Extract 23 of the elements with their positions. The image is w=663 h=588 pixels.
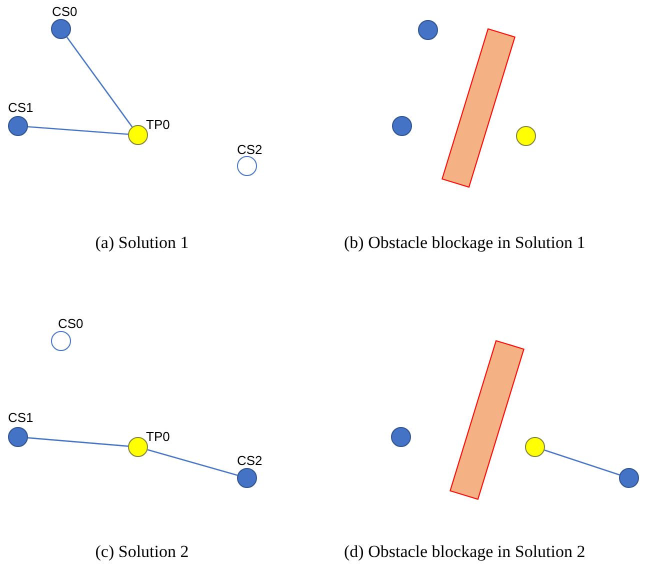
figure-caption: (b) Obstacle blockage in Solution 1	[344, 232, 586, 254]
figure-caption: (a) Solution 1	[94, 232, 190, 254]
node-label: TP0	[146, 430, 170, 444]
filled-station-circle	[418, 20, 438, 40]
filled-station-circle	[392, 116, 412, 136]
figure-caption: (c) Solution 2	[94, 541, 190, 563]
node-label: TP0	[146, 118, 170, 132]
node-label: CS0	[52, 5, 78, 19]
filled-station-circle	[391, 427, 411, 447]
connection-line	[147, 449, 238, 476]
connection-line	[544, 450, 620, 476]
node-label: CS2	[237, 454, 262, 468]
connection-line	[66, 36, 133, 128]
figure-caption: (d) Obstacle blockage in Solution 2	[344, 541, 586, 563]
node-label: CS1	[8, 411, 34, 425]
target-point-circle	[525, 437, 545, 457]
node-label: CS1	[8, 101, 34, 115]
target-point-circle	[516, 126, 536, 146]
node-label: CS0	[58, 317, 84, 331]
node-label: CS2	[237, 143, 262, 157]
filled-station-circle	[619, 468, 639, 488]
connection-line	[28, 126, 128, 135]
connection-line	[28, 437, 128, 447]
